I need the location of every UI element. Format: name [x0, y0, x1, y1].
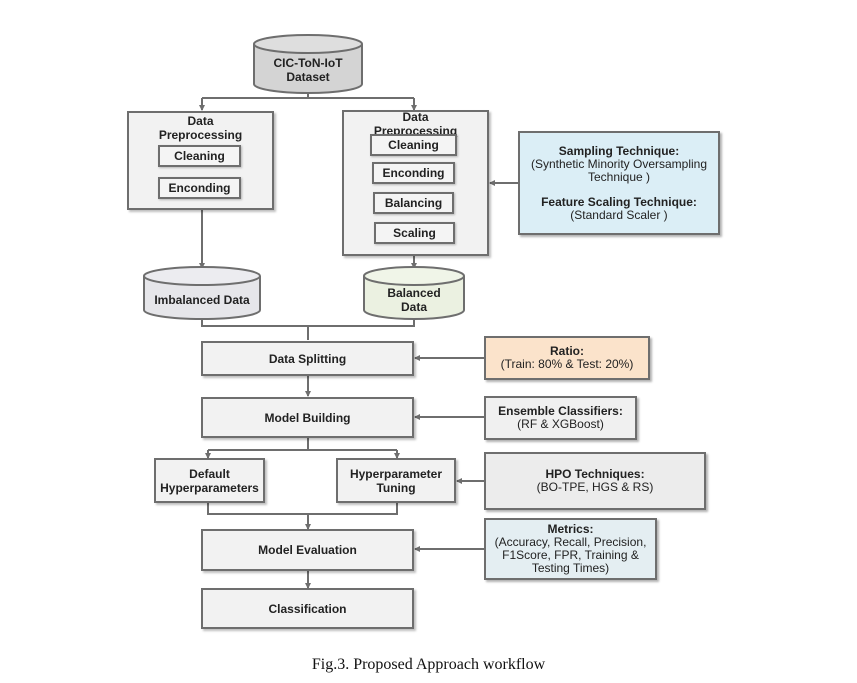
left-preprocessing-title: Data Preprocessing: [127, 114, 274, 142]
hpo-body: (BO-TPE, HGS & RS): [536, 480, 654, 494]
right-step-encoding: Enconding: [372, 162, 455, 184]
left-preprocessing-title-line1: Data: [187, 114, 214, 128]
dataset-label-line2: Dataset: [286, 70, 330, 84]
ratio-heading: Ratio:: [550, 344, 584, 358]
balanced-data-line2: Data: [400, 300, 427, 314]
left-step-cleaning: Cleaning: [158, 145, 241, 167]
hp-tuning-line2: Tuning: [376, 480, 416, 495]
default-hp-line2: Hyperparameters: [160, 480, 259, 495]
metrics-heading: Metrics:: [547, 522, 594, 536]
scaling-technique-heading: Feature Scaling Technique:: [541, 194, 697, 209]
default-hyperparameters-box: Default Hyperparameters: [154, 458, 265, 503]
ensemble-body: (RF & XGBoost): [517, 417, 604, 431]
model-building-box: Model Building: [201, 397, 414, 438]
left-step-encoding: Enconding: [158, 177, 241, 199]
imbalanced-data-cylinder: [143, 266, 261, 320]
ratio-box: Ratio: (Train: 80% & Test: 20%): [484, 336, 650, 380]
metrics-box: Metrics: (Accuracy, Recall, Precision, F…: [484, 518, 657, 580]
dataset-cylinder: [253, 34, 363, 94]
classification-box: Classification: [201, 588, 414, 629]
model-evaluation-box: Model Evaluation: [201, 529, 414, 571]
techniques-box: Sampling Technique: (Synthetic Minority …: [518, 131, 720, 235]
metrics-body-line2: F1Score, FPR, Training &: [502, 548, 639, 562]
sampling-technique-body-line1: (Synthetic Minority Oversampling: [530, 156, 708, 171]
dataset-label-line1: CIC-ToN-IoT: [273, 56, 343, 70]
sampling-technique-body-line2: Technique ): [587, 169, 651, 184]
hpo-techniques-box: HPO Techniques: (BO-TPE, HGS & RS): [484, 452, 706, 510]
right-step-scaling: Scaling: [374, 222, 455, 244]
right-step-cleaning: Cleaning: [370, 134, 457, 156]
left-preprocessing-title-line2: Preprocessing: [158, 128, 243, 142]
right-preprocessing-title-line1: Data: [402, 110, 429, 124]
hp-tuning-line1: Hyperparameter: [349, 466, 443, 481]
balanced-data-cylinder: [363, 266, 465, 320]
default-hp-line1: Default: [189, 466, 230, 481]
balanced-data-label: Balanced Data: [364, 284, 464, 316]
scaling-technique-body: (Standard Scaler ): [570, 207, 668, 222]
hyperparameter-tuning-box: Hyperparameter Tuning: [336, 458, 456, 503]
right-step-balancing: Balancing: [373, 192, 454, 214]
imbalanced-data-label: Imbalanced Data: [154, 293, 250, 307]
ensemble-heading: Ensemble Classifiers:: [498, 404, 623, 418]
sampling-technique-heading: Sampling Technique:: [558, 143, 680, 158]
ensemble-classifiers-box: Ensemble Classifiers: (RF & XGBoost): [484, 396, 637, 440]
connector-merge-hp: [207, 503, 398, 529]
metrics-body-line3: Testing Times): [531, 561, 610, 575]
connector-merge-data: [201, 315, 415, 340]
dataset-label: CIC-ToN-IoT Dataset: [254, 54, 362, 86]
figure-caption: Fig.3. Proposed Approach workflow: [311, 656, 546, 673]
connector-building-split: [208, 438, 397, 451]
data-splitting-box: Data Splitting: [201, 341, 414, 376]
ratio-body: (Train: 80% & Test: 20%): [500, 357, 634, 371]
metrics-body-line1: (Accuracy, Recall, Precision,: [494, 535, 647, 549]
balanced-data-line1: Balanced: [387, 286, 441, 300]
hpo-heading: HPO Techniques:: [545, 467, 645, 481]
